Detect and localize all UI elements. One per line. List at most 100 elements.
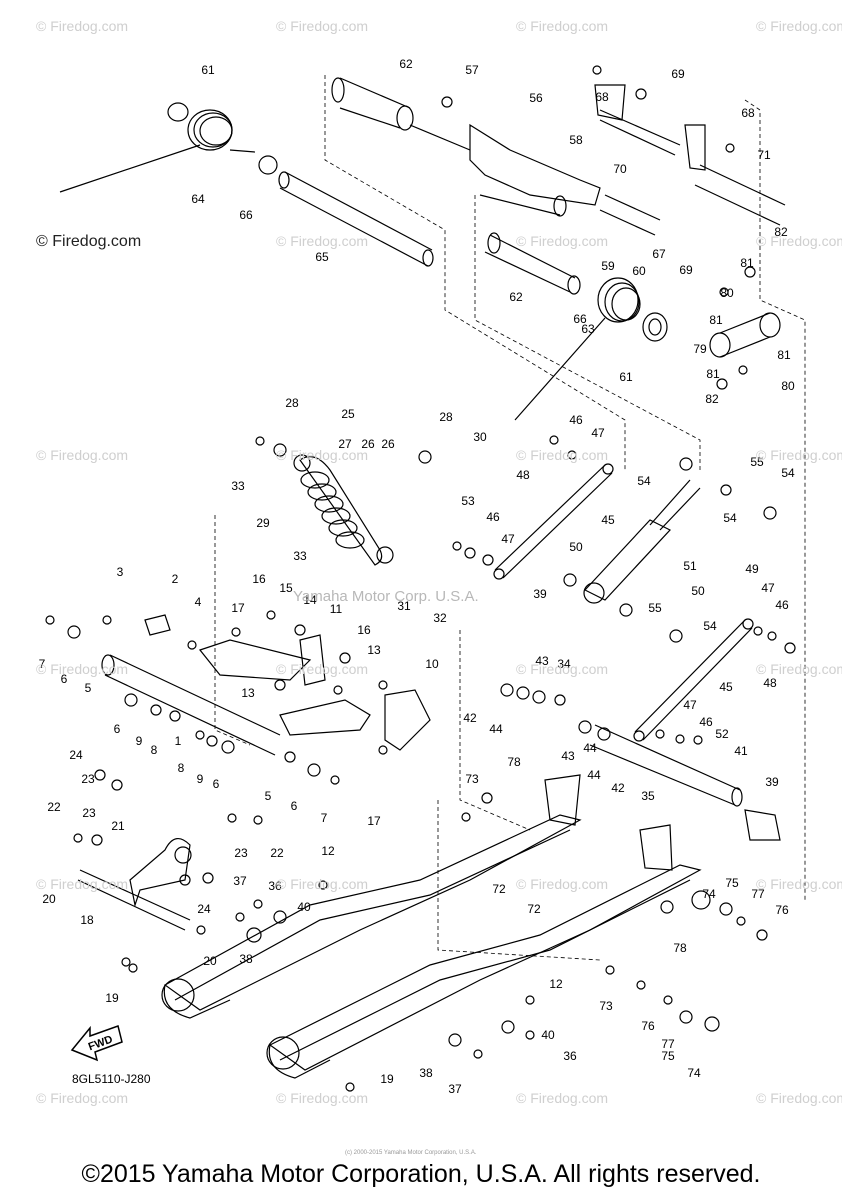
callout-label: 47 xyxy=(761,581,775,595)
callout-label: 9 xyxy=(197,772,204,786)
callout-label: 21 xyxy=(111,819,125,833)
callout-label: 28 xyxy=(285,396,299,410)
rear-arm-70-71 xyxy=(594,84,786,236)
callout-label: 82 xyxy=(774,225,788,239)
callout-label: 77 xyxy=(661,1037,675,1051)
callout-label: 6 xyxy=(291,799,298,813)
callout-label: 53 xyxy=(461,494,475,508)
callout-label: 7 xyxy=(321,811,328,825)
callout-label: 3 xyxy=(117,565,124,579)
callout-label: 29 xyxy=(256,516,270,530)
callout-label: 81 xyxy=(740,256,754,270)
callout-label: 32 xyxy=(433,611,447,625)
callout-label: 7 xyxy=(39,657,46,671)
callout-label: 74 xyxy=(702,887,716,901)
callout-label: 42 xyxy=(463,711,477,725)
callout-label: 38 xyxy=(239,952,253,966)
callout-label: 76 xyxy=(641,1019,655,1033)
callout-label: 50 xyxy=(691,584,705,598)
callout-label: 69 xyxy=(679,263,693,277)
callout-label: 33 xyxy=(293,549,307,563)
callout-label: 23 xyxy=(234,846,248,860)
callout-label: 71 xyxy=(757,148,771,162)
callout-label: 23 xyxy=(81,772,95,786)
shaft-62 xyxy=(331,77,414,131)
callout-label: 68 xyxy=(741,106,755,120)
callout-label: 8 xyxy=(151,743,158,757)
torsion-spring-63 xyxy=(484,232,668,421)
callout-label: 14 xyxy=(303,593,317,607)
watermark: © Firedog.com xyxy=(516,233,609,249)
watermark: © Firedog.com xyxy=(276,447,369,463)
callout-label: 16 xyxy=(252,572,266,586)
watermark: © Firedog.com xyxy=(276,18,369,34)
callout-label: 54 xyxy=(781,466,795,480)
callout-label: 44 xyxy=(587,768,601,782)
callout-label: 47 xyxy=(591,426,605,440)
watermark: © Firedog.com xyxy=(36,876,129,892)
callout-label: 68 xyxy=(595,90,609,104)
callout-label: 48 xyxy=(763,676,777,690)
callout-label: 38 xyxy=(419,1066,433,1080)
callout-label: 24 xyxy=(69,748,83,762)
callout-label: 77 xyxy=(751,887,765,901)
callout-label: 72 xyxy=(527,902,541,916)
callout-label: 12 xyxy=(549,977,563,991)
watermark: © Firedog.com xyxy=(516,18,609,34)
callout-label: 44 xyxy=(489,722,503,736)
callout-label: 76 xyxy=(775,903,789,917)
callout-label: 59 xyxy=(601,259,615,273)
callout-label: 67 xyxy=(652,247,666,261)
callout-label: 56 xyxy=(529,91,543,105)
callout-label: 54 xyxy=(703,619,717,633)
fasteners xyxy=(45,65,796,1092)
watermark: © Firedog.com xyxy=(756,661,842,677)
callout-label: 31 xyxy=(397,599,411,613)
watermark: © Firedog.com xyxy=(516,661,609,677)
callout-label: 25 xyxy=(341,407,355,421)
watermark-yamaha: Yamaha Motor Corp. U.S.A. xyxy=(293,588,479,605)
callout-label: 79 xyxy=(693,342,707,356)
callout-label: 11 xyxy=(330,602,343,616)
callout-label: 13 xyxy=(367,643,381,657)
watermark: © Firedog.com xyxy=(516,1090,609,1106)
callout-label: 36 xyxy=(563,1049,577,1063)
callout-label: 43 xyxy=(561,749,575,763)
callout-label: 12 xyxy=(321,844,335,858)
front-arm-assembly xyxy=(101,614,431,756)
callout-label: 54 xyxy=(637,474,651,488)
callout-label: 66 xyxy=(573,312,587,326)
fwd-arrow-icon xyxy=(70,1025,123,1062)
callout-label: 20 xyxy=(42,892,56,906)
callout-label: 80 xyxy=(781,379,795,393)
callout-label: 46 xyxy=(486,510,500,524)
callout-label: 80 xyxy=(720,286,734,300)
callout-label: 5 xyxy=(265,789,272,803)
watermark: © Firedog.com xyxy=(276,1090,369,1106)
callout-label: 27 xyxy=(338,437,352,451)
watermark: © Firedog.com xyxy=(756,18,842,34)
callout-label: 44 xyxy=(583,741,597,755)
callout-label: 62 xyxy=(399,57,413,71)
callout-label: 51 xyxy=(683,559,697,573)
slide-rail-right xyxy=(266,824,702,1079)
callout-label: 15 xyxy=(279,581,293,595)
callout-label: 19 xyxy=(380,1072,394,1086)
callout-label: 22 xyxy=(47,800,61,814)
callout-label: 40 xyxy=(297,900,311,914)
callout-label: 5 xyxy=(85,681,92,695)
callout-label: 61 xyxy=(201,63,215,77)
callout-label: 64 xyxy=(191,192,205,206)
callout-label: 57 xyxy=(465,63,479,77)
callout-label: 19 xyxy=(105,991,119,1005)
callout-label: 6 xyxy=(213,777,220,791)
callout-label: 69 xyxy=(671,67,685,81)
callout-label: 42 xyxy=(611,781,625,795)
callout-label: 36 xyxy=(268,879,282,893)
watermark: © Firedog.com xyxy=(516,447,609,463)
callout-label: 82 xyxy=(705,392,719,406)
callout-label: 17 xyxy=(367,814,381,828)
callout-label: 4 xyxy=(195,595,202,609)
watermark: © Firedog.com xyxy=(756,1090,842,1106)
